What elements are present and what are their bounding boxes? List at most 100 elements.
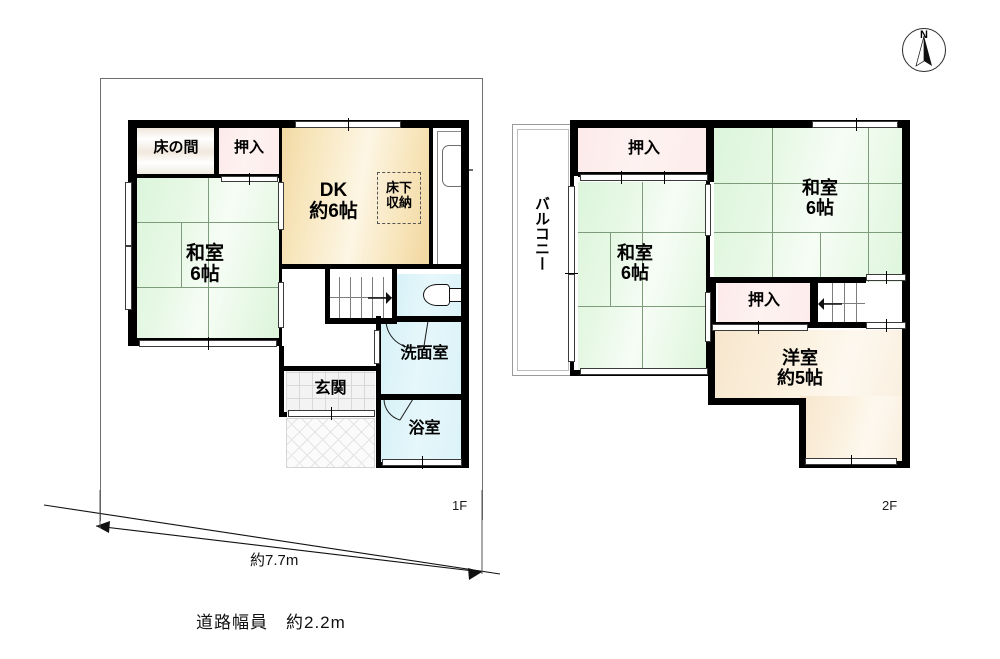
wall-stairs-left: [325, 268, 330, 324]
wall-2f-top-right: [706, 120, 910, 128]
tatami-seam: [578, 232, 710, 233]
fusuma-oshiire-2f-b: [712, 324, 808, 331]
door-tick: [422, 456, 423, 469]
wall-2f-mid-vertical: [706, 120, 714, 182]
door-tick: [856, 118, 857, 131]
tatami-seam: [610, 232, 611, 306]
wall-genkan-left: [279, 346, 284, 416]
wall-2f-oshiire-left-b: [710, 277, 716, 327]
room-label-yokushitsu: 浴室: [408, 420, 441, 437]
stairs-direction-arrow-2f: [818, 298, 842, 310]
wall-2f-left: [570, 120, 578, 176]
window-2f-washitsu-bottom: [580, 368, 708, 375]
wall-toilet-bottom: [392, 316, 469, 322]
door-tick: [886, 271, 887, 284]
room-label-senmen: 洗面室: [400, 345, 449, 362]
wall-genkan-top: [279, 366, 379, 371]
wall-2f-stairs-left: [810, 277, 818, 327]
tatami-seam: [578, 306, 710, 307]
door-tick: [886, 319, 887, 332]
wall-dk-right: [429, 128, 433, 268]
stair-tread: [339, 277, 340, 320]
window-1f-left-lower: [125, 246, 132, 310]
stairs-direction-arrow-1f: [368, 292, 392, 304]
room-yokushitsu: [381, 400, 468, 466]
room-label-balcony: バルコニー: [533, 196, 550, 271]
floor-label-2f: 2F: [882, 498, 898, 513]
tatami-seam: [772, 128, 773, 282]
room-oshiire-2f-b: [718, 282, 810, 326]
tatami-seam: [208, 178, 209, 338]
door-tick: [664, 171, 665, 184]
door-tick: [565, 273, 578, 274]
toilet-bowl-icon: [423, 284, 451, 306]
stair-handrail: [329, 297, 394, 298]
room-label-youshitsu: 洋室 約5帖: [776, 348, 823, 389]
fusuma-oshiire-2f-a: [580, 174, 708, 181]
room-oshiire-2f-a: [578, 128, 710, 176]
stair-tread: [361, 277, 362, 320]
wall-2f-right: [902, 120, 910, 468]
room-youshitsu-lower: [800, 396, 910, 466]
room-label-genkan: 玄関: [314, 380, 347, 397]
room-label-oshiire-1f: 押入: [233, 139, 264, 156]
wall-senmen-left: [376, 316, 381, 468]
room-tokonoma: [137, 128, 215, 178]
door-tick: [851, 455, 852, 468]
room-oshiire-1f: [219, 128, 279, 178]
compass-north-label: N: [920, 29, 928, 41]
entrance-porch: [286, 418, 375, 468]
sliding-door-washitsu-hall: [278, 282, 284, 328]
tatami-seam: [714, 232, 910, 233]
tatami-seam: [868, 128, 869, 282]
stair-tread: [844, 282, 845, 326]
window-2f-right-top: [812, 121, 898, 128]
tatami-seam: [820, 232, 821, 282]
room-senmen: [381, 322, 468, 394]
door-tick: [331, 407, 332, 420]
tatami-seam: [642, 182, 643, 372]
wall-tokonoma-bottom: [137, 174, 215, 178]
room-label-tokonoma: 床の間: [153, 139, 199, 156]
under-floor-storage-box: [377, 172, 421, 224]
window-balcony-upper: [568, 186, 575, 274]
room-label-washitsu-2f-left: 和室 6帖: [617, 243, 653, 284]
room-washitsu-2f-left: [578, 182, 710, 372]
property-boundary-top: [100, 78, 483, 79]
youshitsu-notch: [707, 400, 803, 470]
room-label-washitsu-1f: 和室 6帖: [185, 243, 224, 286]
sliding-door-2f-partition-lower: [705, 292, 711, 342]
door-tick: [348, 118, 349, 131]
door-tick: [208, 337, 209, 350]
property-boundary-right: [482, 78, 483, 520]
room-label-oshiire-2f-a: 押入: [627, 140, 660, 157]
compass-rose: [902, 28, 946, 72]
wall-2f-top-left: [570, 120, 710, 128]
wall-genkan-bottom: [279, 412, 287, 417]
room-genkan: [286, 370, 375, 412]
wall-1f-right: [461, 120, 469, 468]
door-tick: [249, 173, 250, 185]
door-tick: [758, 321, 759, 334]
wall-dk-bottom: [281, 264, 469, 269]
wall-2f-oshiire-top-b: [710, 277, 866, 283]
window-1f-left-upper: [125, 182, 132, 246]
wall-1f-left: [128, 120, 137, 346]
tatami-seam: [714, 183, 910, 184]
wall-2f-youshitsu-notch-v: [799, 398, 806, 468]
room-dk: [281, 128, 429, 268]
tatami-seam: [181, 222, 182, 287]
property-boundary-left: [100, 78, 101, 521]
room-label-under-floor-storage: 床下 収納: [385, 180, 412, 210]
floor-label-1f: 1F: [452, 498, 468, 513]
room-label-oshiire-2f-b: 押入: [747, 292, 780, 309]
senmen-door-swing-icon: [385, 320, 429, 349]
wall-tokonoma-divider: [214, 128, 219, 178]
door-tick: [621, 171, 622, 184]
room-washitsu-2f-right: [714, 128, 910, 282]
room-label-dk: DK 約6帖: [309, 180, 358, 223]
door-senmen-hall: [374, 330, 380, 364]
wall-2f-youshitsu-notch-h: [708, 398, 806, 405]
sliding-door-washitsu-dk: [278, 182, 284, 230]
